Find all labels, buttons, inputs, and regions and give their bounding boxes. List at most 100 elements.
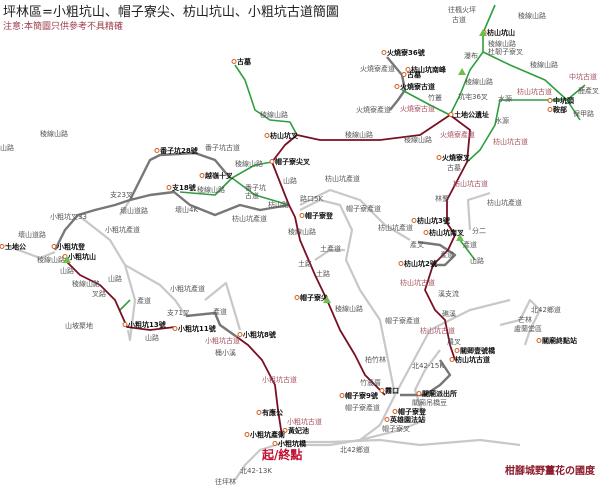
- map-label-road: 盧蘭堂區: [514, 324, 542, 333]
- map-label-road: 山路: [60, 266, 74, 275]
- paved-road: [417, 240, 457, 267]
- map-label-road: 產道: [213, 307, 227, 316]
- map-label-road: 北42鄉道: [531, 305, 561, 314]
- map-label-ancient: 枋山坑古道: [400, 278, 435, 287]
- map-label-road: 山路: [0, 143, 14, 152]
- main-trail: [66, 261, 176, 331]
- map-label-road: 山路: [283, 176, 297, 185]
- waypoint-marker: [536, 338, 542, 343]
- waypoint-marker: [454, 348, 460, 353]
- author-credit: 柑腳城野薑花の國度: [505, 466, 595, 477]
- start-end-label: 起/終點: [262, 448, 303, 462]
- waypoint-marker: [423, 230, 429, 235]
- map-label-road: 火燒寮產道: [360, 64, 395, 73]
- map-label-road: 叉路: [92, 289, 106, 298]
- farm-road: [466, 191, 491, 231]
- map-label-road: 北42鄉道: [340, 445, 370, 454]
- farm-road: [285, 438, 521, 447]
- waypoint-marker: [392, 409, 398, 414]
- map-label-road: 鹿產叉: [578, 86, 599, 95]
- waypoint-marker: [339, 393, 345, 398]
- side-trail: [401, 89, 451, 116]
- map-label-place: 古墓: [237, 57, 252, 66]
- farm-road: [359, 349, 441, 442]
- map-label-ancient: 枋山坑古道: [517, 87, 552, 96]
- map-label-ancient: 火燒寮古道: [400, 104, 435, 113]
- map-label-place: 枋山坑南叉: [429, 228, 465, 237]
- map-label-road: 往坪林: [215, 477, 236, 486]
- map-label-road: 火燒寮產道: [356, 105, 391, 114]
- waypoint-marker: [449, 357, 455, 362]
- farm-road: [299, 188, 411, 241]
- main-trail: [236, 336, 283, 437]
- map-label-place: 帽子寮9號: [345, 391, 378, 400]
- map-label-road: 稜線山路: [465, 77, 493, 86]
- map-label-road: 北42-13K: [240, 467, 272, 475]
- waypoint-marker: [244, 432, 250, 437]
- map-label-place: 帽子寮尖: [300, 293, 328, 302]
- side-trail: [449, 4, 496, 116]
- map-label-road: 農叉: [447, 337, 461, 346]
- side-trail: [482, 51, 586, 101]
- map-label-road: 帽子寮產道: [385, 316, 420, 325]
- farm-road: [499, 298, 542, 346]
- map-label-road: 稜線山路: [72, 279, 100, 288]
- map-label-place: 土地公遺址: [454, 110, 489, 119]
- map-label-road: 關廟吊橋豆: [412, 398, 447, 407]
- peak-icon: [458, 68, 466, 75]
- map-label-road: 稜線山路: [260, 110, 288, 119]
- map-label-road: 稜線山路: [37, 255, 65, 264]
- waypoint-marker: [166, 185, 172, 190]
- map-title: 坪林區=小粗坑山、帽子寮尖、枋山坑山、小粗坑古道簡圖: [3, 5, 339, 20]
- map-label-road: 小粗坑產道: [105, 225, 140, 234]
- map-label-place: 霧口: [384, 386, 399, 395]
- map-label-place: 小粗坑產衛: [249, 430, 285, 439]
- waypoint-marker: [411, 218, 417, 223]
- map-label-road: 古墓: [447, 163, 461, 172]
- map-label-road: 稜線山路: [335, 304, 363, 313]
- waypoint-marker: [282, 428, 288, 433]
- map-label-road: 芒林: [518, 315, 532, 324]
- map-label-place: 枋山坑古道: [455, 355, 490, 364]
- map-label-road: 古道: [245, 191, 259, 200]
- map-label-place: 英雄園法站: [389, 415, 425, 424]
- side-trail: [119, 299, 131, 311]
- map-label-road: 稜線山路: [288, 227, 316, 236]
- waypoint-marker: [379, 388, 385, 393]
- side-trail: [179, 177, 233, 196]
- map-label-road: 竹叢: [428, 93, 442, 102]
- map-label-road: 產道: [137, 296, 151, 305]
- map-label-place: 小粗坑登: [56, 242, 86, 251]
- waypoint-marker: [199, 173, 205, 178]
- farm-road: [124, 264, 187, 317]
- map-label-place: 枋山坑叉: [270, 131, 299, 140]
- map-label-road: 土路: [316, 269, 330, 278]
- map-label-place: 關廟終點站: [542, 336, 577, 345]
- map-label-road: 北42-15K: [412, 362, 444, 370]
- paved-road: [128, 151, 231, 201]
- map-label-ancient: 枋山坑古道: [420, 326, 455, 335]
- map-label-road: 古道: [452, 15, 466, 24]
- farm-road: [204, 281, 242, 331]
- map-label-road: 路口5K: [300, 194, 323, 203]
- map-label-road: 產道: [440, 250, 454, 259]
- map-label-ancient: 中坑古道: [569, 72, 597, 81]
- waypoint-marker: [299, 213, 305, 218]
- map-label-road: 帽子寮產道: [346, 204, 381, 213]
- map-label-road: 稜線山路: [345, 130, 373, 139]
- map-label-road: 林墾: [435, 194, 449, 203]
- map-label-road: 小粗坑叉33: [50, 212, 87, 221]
- map-label-road: 山路: [145, 333, 159, 342]
- peak-icon: [479, 29, 487, 36]
- waypoint-marker: [122, 322, 128, 327]
- map-label-place: 小粗坑橋: [277, 439, 307, 448]
- paved-road: [185, 311, 238, 338]
- map-label-road: 保甲路: [573, 109, 594, 118]
- map-label-road: 產道: [463, 240, 477, 249]
- map-label-place: 枋山坑2號: [404, 259, 437, 268]
- map-label-road: 瀑布: [464, 51, 478, 60]
- waypoint-marker: [154, 148, 160, 153]
- map-label-place: 關廟派出所: [422, 389, 457, 398]
- map-label-road: 產叉: [410, 240, 424, 249]
- map-label-road: 帽子寮產道: [345, 403, 380, 412]
